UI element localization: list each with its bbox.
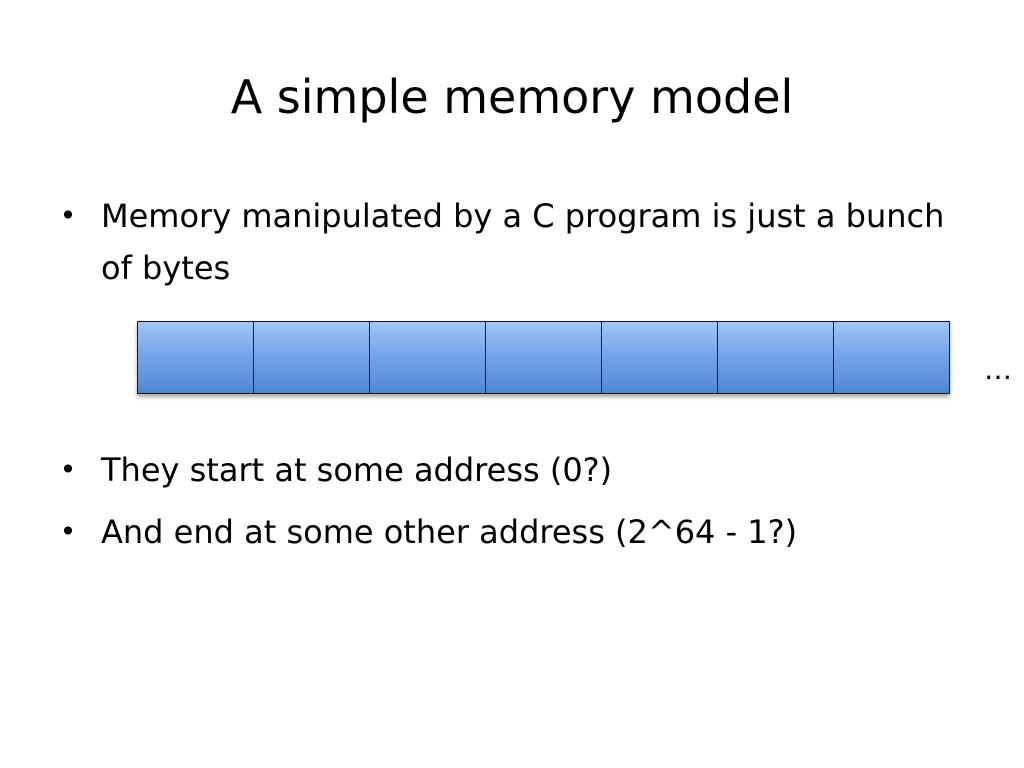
memory-byte-cell — [253, 321, 370, 394]
bullet-text: And end at some other address (2^64 - 1?… — [101, 513, 798, 551]
memory-byte-cell — [717, 321, 834, 394]
bullet-item: • They start at some address (0?) — [58, 444, 958, 496]
bullet-item: • And end at some other address (2^64 - … — [58, 506, 958, 558]
continuation-ellipsis: … — [984, 353, 1012, 386]
bullet-text: Memory manipulated by a C program is jus… — [101, 197, 945, 287]
memory-byte-cell — [601, 321, 718, 394]
bullet-item: • Memory manipulated by a C program is j… — [58, 190, 958, 294]
bullet-text: They start at some address (0?) — [101, 451, 613, 489]
memory-byte-cell — [833, 321, 950, 394]
bullet-marker: • — [59, 515, 77, 548]
bullet-list-top: • Memory manipulated by a C program is j… — [58, 190, 958, 304]
memory-byte-cell — [485, 321, 602, 394]
memory-byte-cell — [369, 321, 486, 394]
slide-title: A simple memory model — [230, 70, 794, 124]
bullet-marker: • — [59, 199, 77, 232]
bullet-marker: • — [59, 453, 77, 486]
memory-bytes-row — [137, 321, 950, 394]
memory-byte-cell — [137, 321, 254, 394]
bullet-list-bottom: • They start at some address (0?) • And … — [58, 444, 958, 568]
